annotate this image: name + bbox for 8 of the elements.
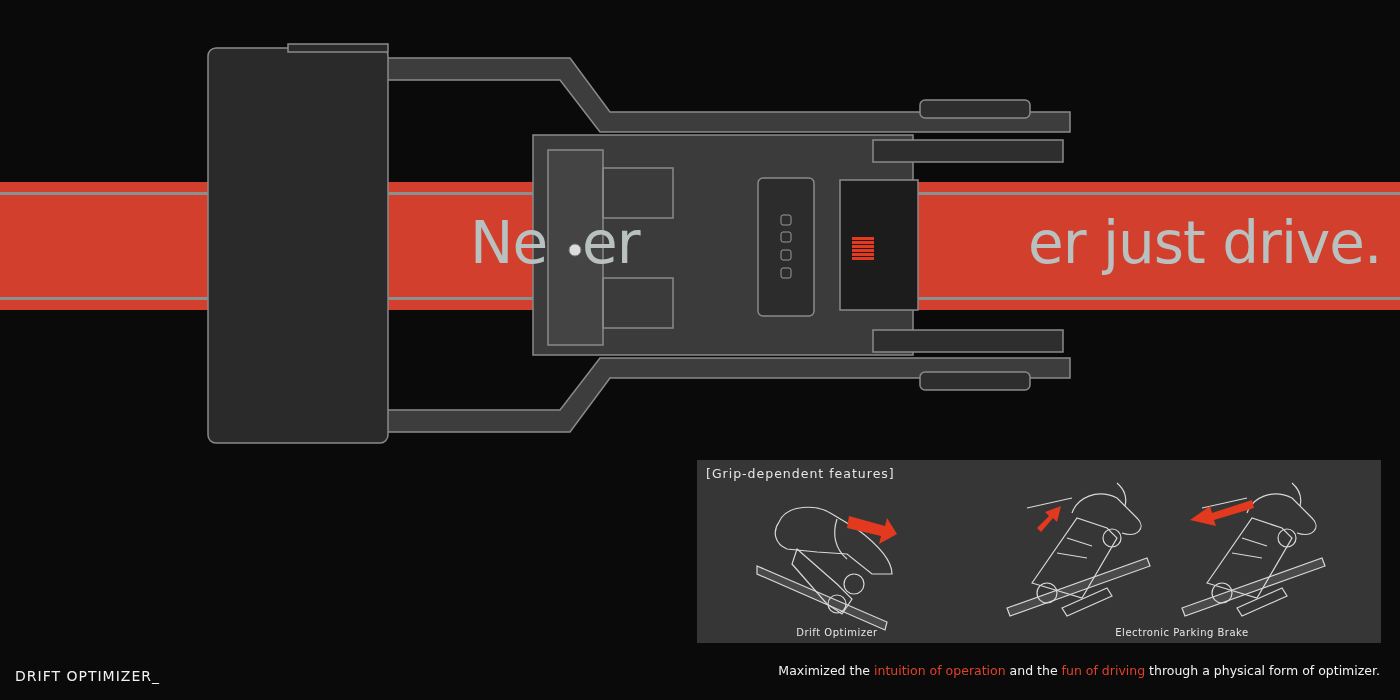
features-panel (697, 460, 1381, 643)
strap-lettering: er (582, 208, 640, 279)
feature-caption: Drift Optimizer (795, 627, 879, 638)
feature-caption: Electronic Parking Brake (1114, 627, 1250, 638)
panel-heading: [Grip-dependent features] (706, 466, 895, 481)
caption: Maximized the intuition of operation and the fun of driving through a physical form of optimizer. (778, 663, 1380, 678)
page-title: DRIFT OPTIMIZER_ (15, 668, 160, 684)
strap-lettering: er just drive. (1028, 208, 1382, 279)
